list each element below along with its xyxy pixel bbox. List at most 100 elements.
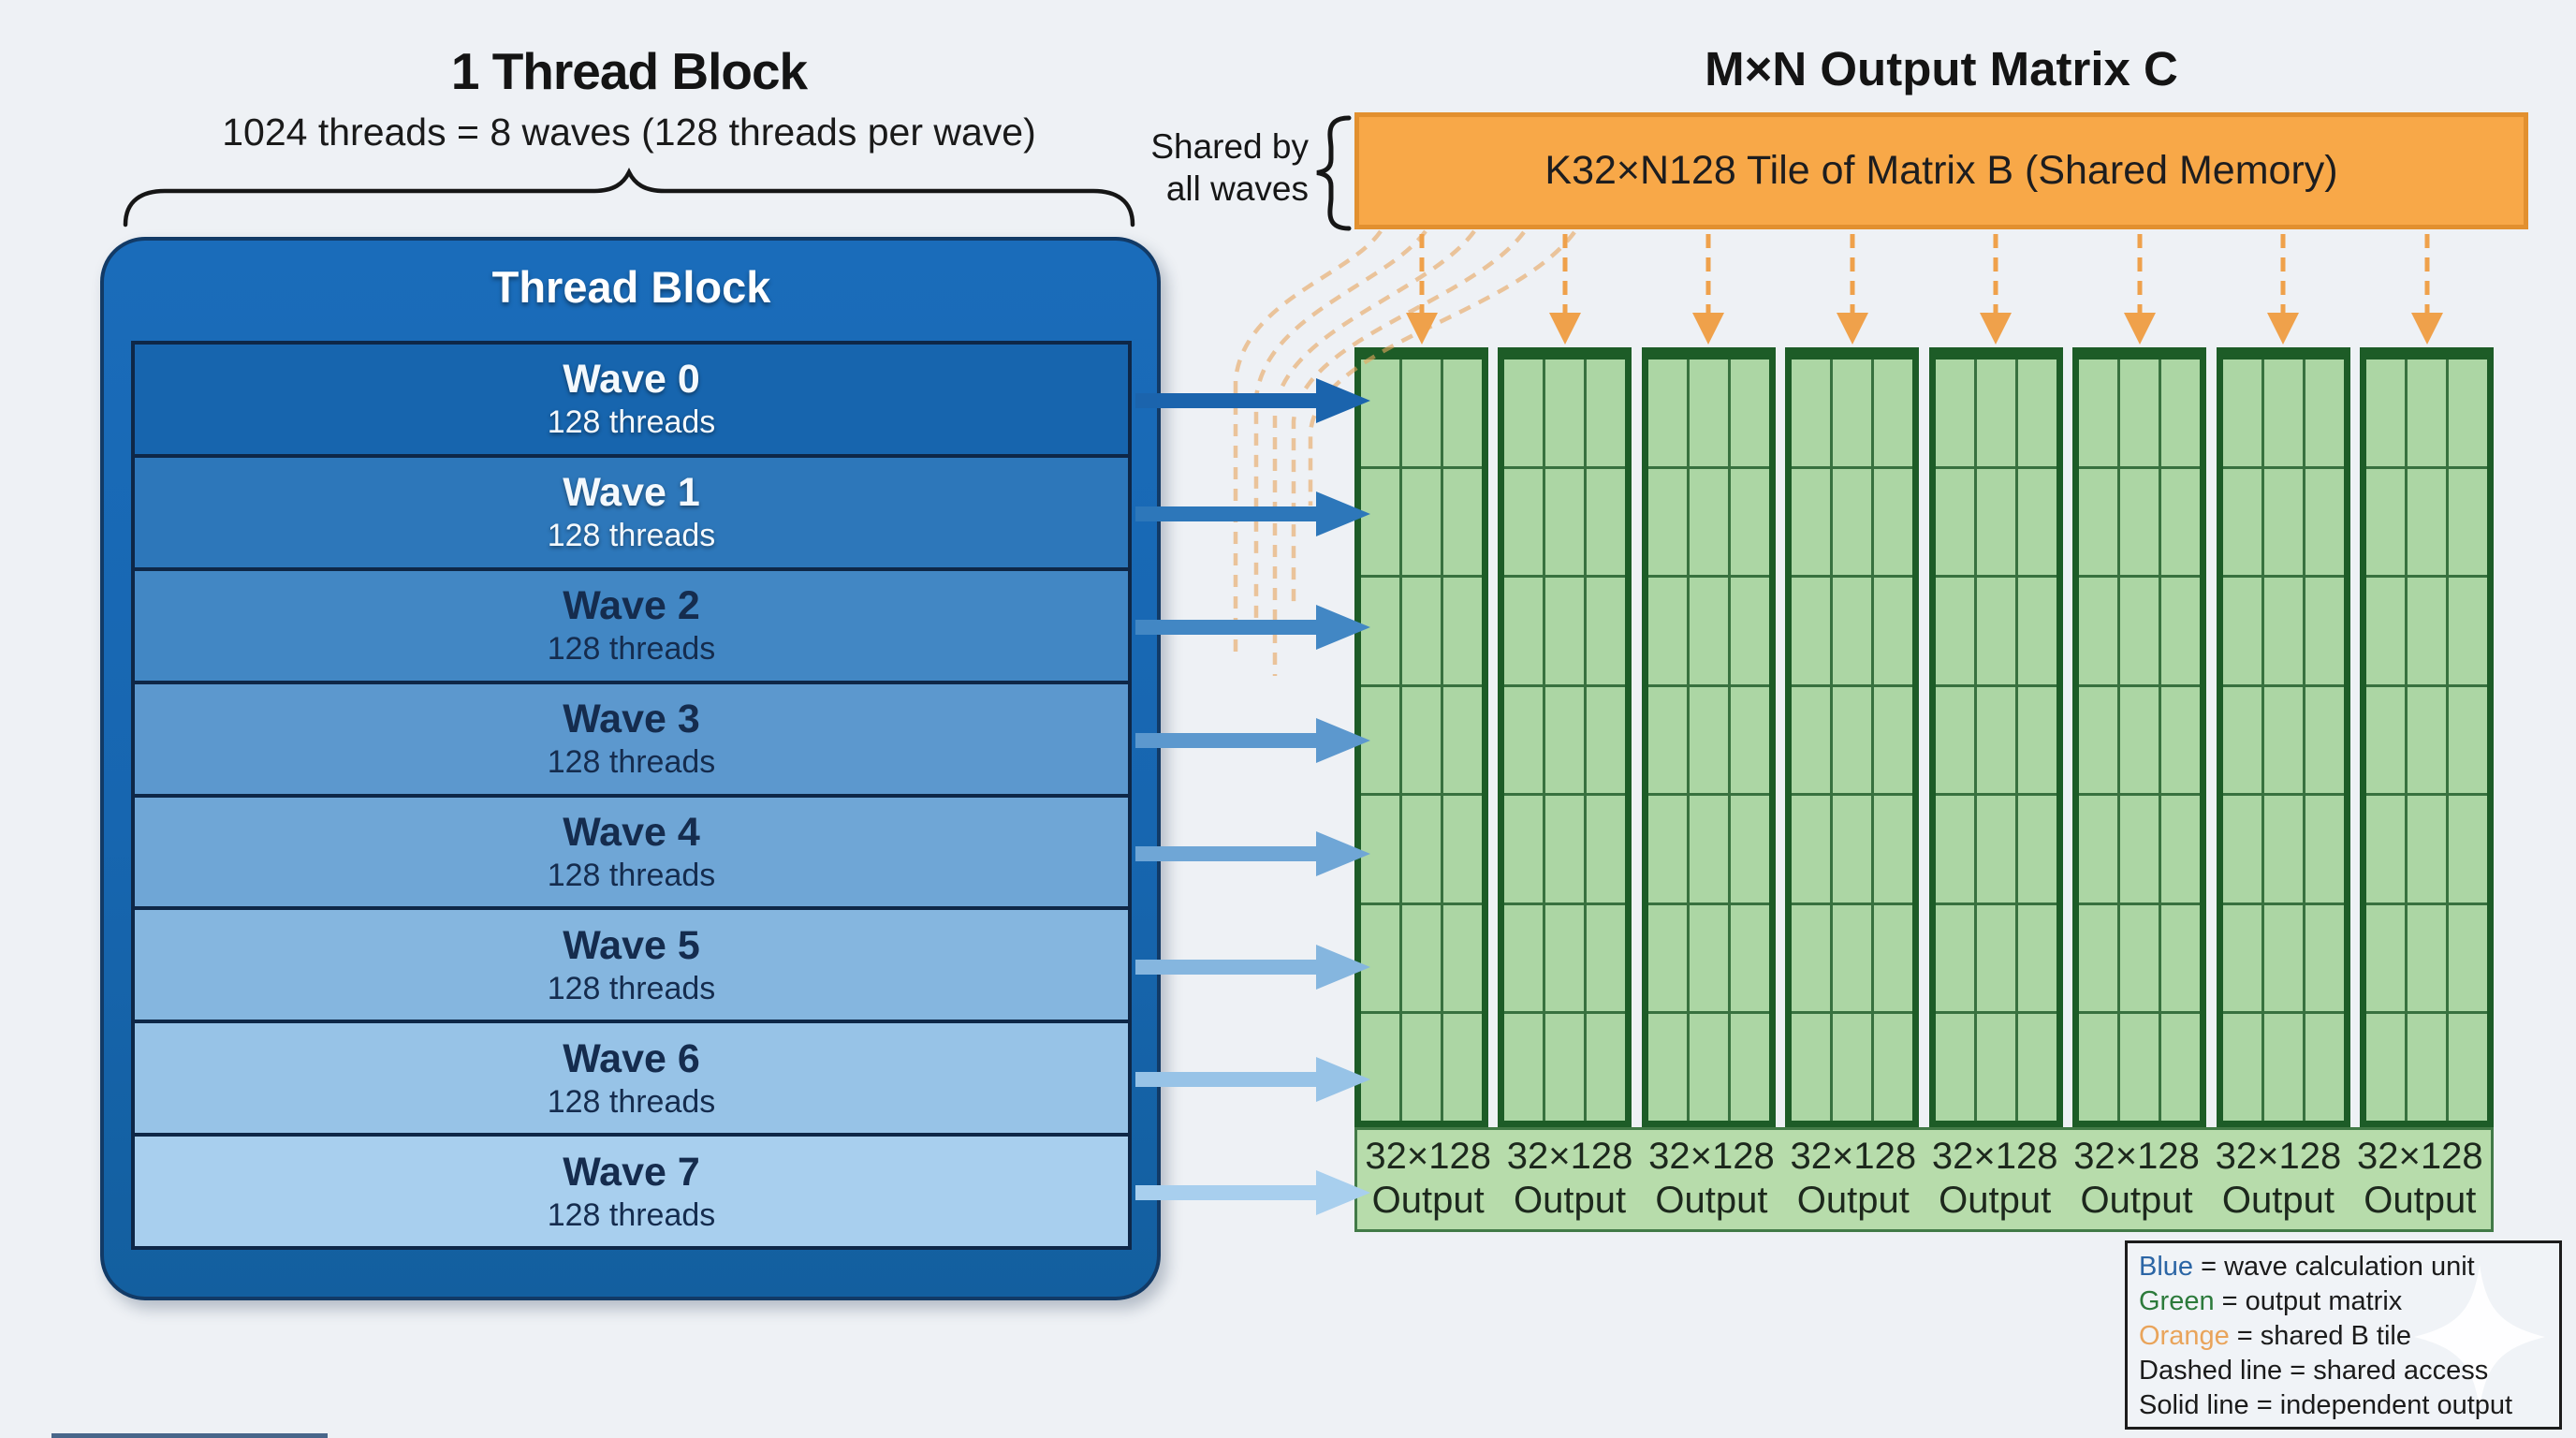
matrix-cell <box>2264 578 2303 684</box>
matrix-cell <box>2305 1014 2344 1121</box>
matrix-cell <box>2223 904 2261 1012</box>
matrix-cell <box>1402 904 1441 1012</box>
shared-note: Shared by all waves <box>1076 125 1309 210</box>
matrix-cell <box>1690 360 1728 466</box>
legend-line: Solid line = independent output <box>2139 1388 2548 1423</box>
legend-key: Blue <box>2139 1252 2194 1282</box>
shared-access-arrowhead <box>1406 313 1438 345</box>
output-word: Output <box>2221 1180 2334 1221</box>
shared-access-arrowhead <box>1980 313 2012 345</box>
top-curly-brace <box>123 167 1135 227</box>
matrix-cell <box>1402 686 1441 794</box>
matrix-cell <box>2264 904 2303 1012</box>
matrix-cell <box>1545 578 1584 684</box>
matrix-cell <box>1545 468 1584 576</box>
legend-key: Orange <box>2139 1321 2230 1351</box>
wave-thread-count: 128 threads <box>547 970 716 1006</box>
matrix-cell <box>1648 686 1687 794</box>
matrix-column <box>1929 347 2063 1127</box>
matrix-cell <box>1443 578 1482 684</box>
matrix-cell <box>2366 360 2405 466</box>
sparkle-icon <box>2414 1265 2545 1408</box>
matrix-cell <box>1833 360 1871 466</box>
matrix-cell <box>2366 468 2405 576</box>
matrix-cell <box>2366 796 2405 902</box>
matrix-cell <box>1504 468 1543 576</box>
matrix-column-grid <box>2366 360 2487 1121</box>
matrix-cell <box>2120 904 2159 1012</box>
matrix-cell <box>1936 578 1974 684</box>
output-size: 32×128 <box>1365 1136 1491 1177</box>
matrix-cell <box>1587 686 1625 794</box>
matrix-cell <box>2449 796 2487 902</box>
matrix-cell <box>1504 1014 1543 1121</box>
shared-b-tile-box: K32×N128 Tile of Matrix B (Shared Memory… <box>1354 112 2528 229</box>
matrix-cell <box>1361 360 1399 466</box>
matrix-column <box>1354 347 1488 1127</box>
wave-arrow <box>1135 492 1370 536</box>
matrix-cell <box>2079 468 2117 576</box>
matrix-cell <box>1833 686 1871 794</box>
matrix-cell <box>1792 578 1830 684</box>
matrix-cell <box>1504 360 1543 466</box>
matrix-cell <box>1587 796 1625 902</box>
left-title: 1 Thread Block <box>450 42 808 100</box>
matrix-cell <box>1545 1014 1584 1121</box>
matrix-cell <box>1833 468 1871 576</box>
matrix-cell <box>1648 468 1687 576</box>
matrix-cell <box>2449 1014 2487 1121</box>
matrix-cell <box>1504 796 1543 902</box>
matrix-cell <box>2018 904 2056 1012</box>
matrix-cell <box>1977 1014 2015 1121</box>
matrix-cell <box>1443 796 1482 902</box>
matrix-column-grid <box>1504 360 1625 1121</box>
matrix-cell <box>2264 468 2303 576</box>
matrix-cell <box>2305 686 2344 794</box>
matrix-cell <box>2079 904 2117 1012</box>
matrix-cell <box>1977 468 2015 576</box>
matrix-cell <box>2449 360 2487 466</box>
matrix-cell <box>2305 360 2344 466</box>
matrix-cell <box>1874 578 1912 684</box>
matrix-column-grid <box>1648 360 1769 1121</box>
wave-thread-count: 128 threads <box>547 857 716 893</box>
matrix-cell <box>1874 1014 1912 1121</box>
bottom-edge-artifact <box>51 1433 328 1438</box>
matrix-cell <box>2161 1014 2200 1121</box>
output-word: Output <box>1939 1180 2052 1221</box>
matrix-cell <box>2079 578 2117 684</box>
matrix-column-grid <box>1792 360 1912 1121</box>
legend-text: Solid line = independent output <box>2139 1390 2513 1420</box>
matrix-cell <box>1545 686 1584 794</box>
output-size: 32×128 <box>1790 1136 1917 1177</box>
matrix-cell <box>2079 686 2117 794</box>
matrix-cell <box>1361 1014 1399 1121</box>
matrix-cell <box>1936 360 1974 466</box>
matrix-cell <box>2449 468 2487 576</box>
matrix-cell <box>2408 468 2446 576</box>
wave-name: Wave 6 <box>563 1035 700 1081</box>
matrix-cell <box>2120 468 2159 576</box>
matrix-cell <box>2161 796 2200 902</box>
matrix-cell <box>1936 686 1974 794</box>
matrix-cell <box>1690 578 1728 684</box>
output-word: Output <box>2364 1180 2477 1221</box>
matrix-column <box>1642 347 1776 1127</box>
matrix-cell <box>1833 1014 1871 1121</box>
matrix-cell <box>2161 578 2200 684</box>
matrix-cell <box>1792 904 1830 1012</box>
matrix-cell <box>1731 578 1769 684</box>
output-word: Output <box>2080 1180 2193 1221</box>
matrix-cell <box>1690 1014 1728 1121</box>
wave-name: Wave 5 <box>563 922 700 968</box>
matrix-cell <box>1648 360 1687 466</box>
